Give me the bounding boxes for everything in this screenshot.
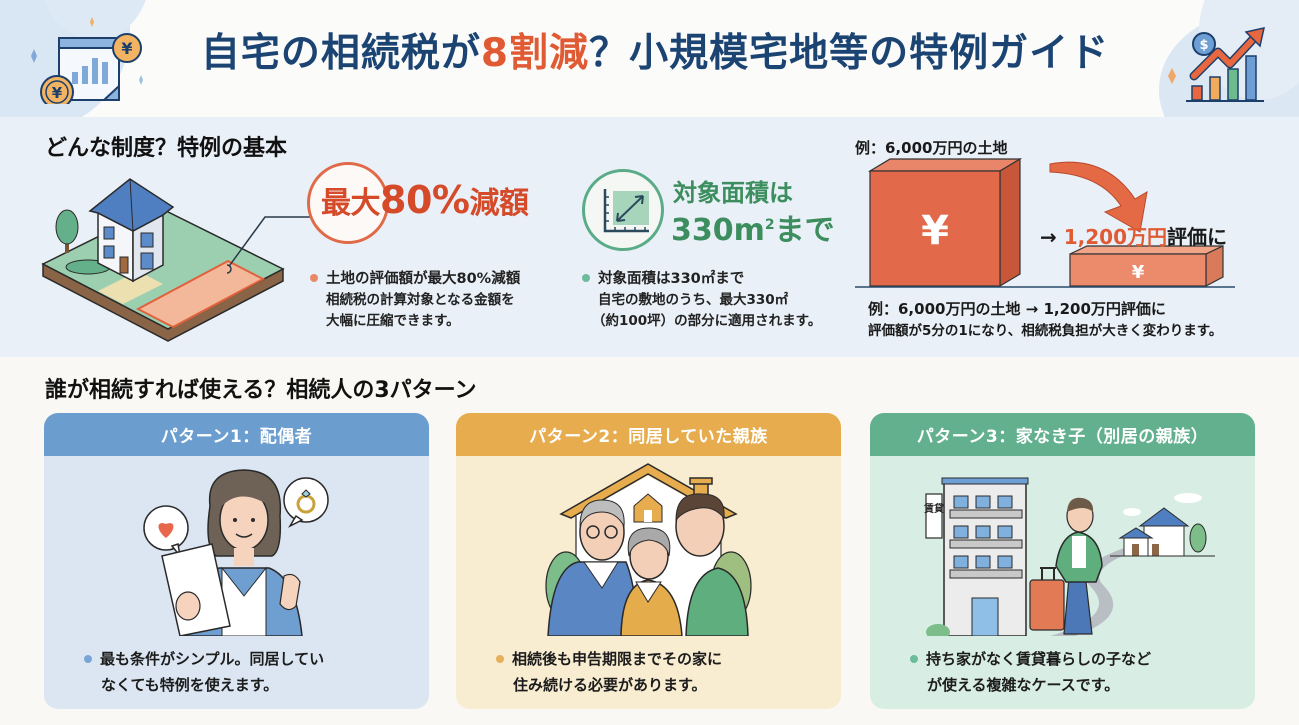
pattern-card-spouse: パターン1：配偶者 最も条件がシンプル。同居してい なくても特例を使えます	[44, 413, 429, 709]
card-description: 最も条件がシンプル。同居してい なくても特例を使えます。	[84, 646, 414, 698]
basics-section: どんな制度？特例の基本 最大80%減額 土地の評価額が最大80%減額 相続税の計…	[0, 117, 1299, 357]
title-text: ？小規模宅地等の特例ガイド	[589, 31, 1110, 76]
max-80-percent-badge: 最大80%減額	[307, 162, 547, 248]
card-title: パターン1：配偶者	[44, 413, 429, 456]
card-text-line: が使える複雑なケースです。	[927, 676, 1120, 694]
badge-suffix: 減額	[469, 186, 529, 221]
yen-report-icon: ¥ ¥	[31, 17, 143, 104]
result-amount: 1,200万円	[1063, 225, 1167, 249]
svg-text:¥: ¥	[121, 39, 132, 58]
section-heading-patterns: 誰が相続すれば使える？相続人の3パターン	[45, 378, 477, 403]
badge-ring	[307, 162, 389, 244]
badge-number: 80%	[380, 178, 470, 222]
svg-text:¥: ¥	[52, 84, 63, 102]
bullet-dot	[582, 274, 590, 282]
growth-chart-icon: $	[1168, 27, 1265, 102]
area-badge-sup: 2	[764, 217, 775, 233]
title-text: 自宅の相続税が	[200, 31, 481, 76]
area-badge-line1: 対象面積は	[673, 179, 793, 207]
bullet-lead: 対象面積は330㎡まで	[598, 271, 745, 287]
card-title: パターン3：家なき子（別居の親族）	[870, 413, 1255, 456]
caption-line: 例：6,000万円の土地 → 1,200万円評価に	[868, 300, 1166, 318]
badge-ring	[582, 169, 664, 251]
result-label: → 1,200万円評価に	[1040, 221, 1227, 250]
yen-icon: ¥	[921, 208, 949, 254]
area-measure-icon	[603, 189, 649, 233]
card-title: パターン2：同居していた親族	[456, 413, 841, 456]
example-caption: 例：6,000万円の土地 → 1,200万円評価に 評価額が5分の1になり、相続…	[868, 298, 1222, 342]
card-description: 相続後も申告期限までその家に 住み続ける必要があります。	[496, 646, 826, 698]
area-badge-number: 330m	[671, 213, 765, 248]
pattern-card-homeless-child: パターン3：家なき子（別居の親族） 賃貸	[870, 413, 1255, 709]
rental-sign: 賃貸	[923, 502, 944, 515]
callout-leader-line	[227, 216, 317, 274]
yen-icon: ¥	[1132, 262, 1145, 283]
caption-line: 評価額が5分の1になり、相続税負担が大きく変わります。	[868, 323, 1223, 339]
example-label: 例：6,000万円の土地	[855, 139, 1008, 157]
card-description: 持ち家がなく賃貸暮らしの子など が使える複雑なケースです。	[910, 646, 1240, 698]
bullet-lead: 土地の評価額が最大80%減額	[326, 271, 521, 287]
bullet-text: （約100坪）の部分に適用されます。	[592, 313, 822, 329]
bullet-dot	[84, 654, 92, 663]
bullet-dot	[496, 654, 504, 663]
header-banner: ¥ ¥ 自宅の相続税が8割減？小規模宅地等の特例ガイド $	[0, 0, 1299, 117]
bullet-text: 大幅に圧縮できます。	[326, 313, 460, 329]
family-house-illustration	[545, 463, 752, 636]
section-heading-basics: どんな制度？特例の基本	[45, 136, 288, 161]
bullet-text: 相続税の計算対象となる金額を	[326, 292, 515, 308]
area-330-badge: 対象面積は 330m2まで	[578, 167, 838, 251]
bullet-text: 自宅の敷地のうち、最大330㎡	[598, 292, 789, 308]
house-lot-illustration	[41, 178, 285, 342]
arrow-text: →	[1040, 225, 1064, 249]
area-badge-suffix: まで	[774, 213, 835, 248]
renter-illustration: 賃貸	[923, 477, 1215, 636]
card-text-line: 最も条件がシンプル。同居してい	[100, 650, 325, 668]
title-accent-text: 8割減	[480, 31, 590, 76]
area-bullet: 対象面積は330㎡まで 自宅の敷地のうち、最大330㎡ （約100坪）の部分に適…	[582, 269, 821, 332]
page-title: 自宅の相続税が8割減？小規模宅地等の特例ガイド	[185, 22, 1125, 78]
spouse-illustration	[143, 469, 329, 636]
card-text-line: なくても特例を使えます。	[101, 676, 279, 694]
reduction-bullet: 土地の評価額が最大80%減額 相続税の計算対象となる金額を 大幅に圧縮できます。	[310, 269, 520, 332]
svg-text:$: $	[1199, 38, 1208, 53]
pattern-card-cohabiting-relative: パターン2：同居していた親族	[456, 413, 841, 709]
result-suffix: 評価に	[1167, 225, 1227, 249]
bullet-dot	[910, 654, 918, 663]
card-text-line: 持ち家がなく賃貸暮らしの子など	[926, 650, 1152, 668]
bullet-dot	[310, 274, 318, 282]
card-text-line: 住み続ける必要があります。	[513, 676, 707, 694]
badge-prefix: 最大	[321, 186, 381, 221]
valuation-blocks-illustration: ¥ ¥	[855, 157, 1235, 288]
card-text-line: 相続後も申告期限までその家に	[512, 650, 723, 668]
